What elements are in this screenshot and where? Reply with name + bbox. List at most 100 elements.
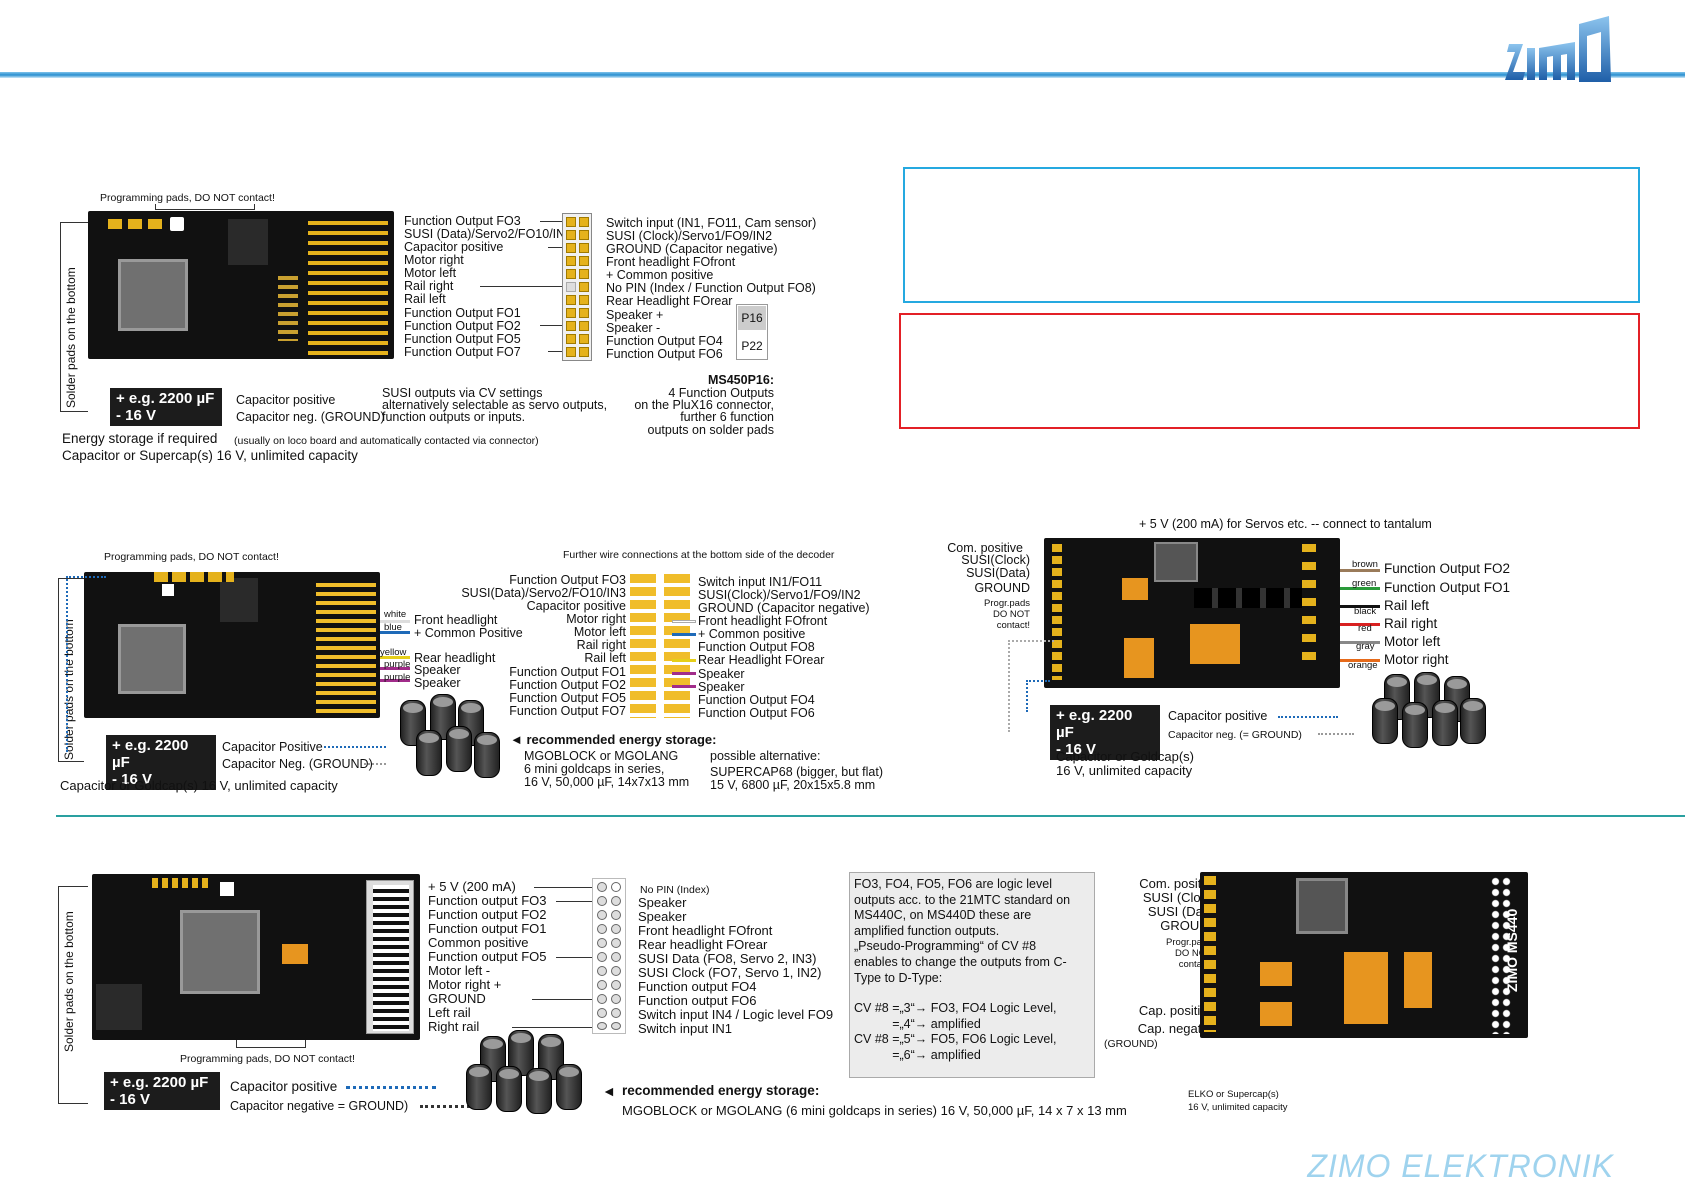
mid-label-fo7: Function Output FO7: [509, 704, 626, 718]
solder-bracket: [60, 222, 88, 412]
right-label-speaker-1: Speaker: [698, 667, 745, 681]
d3-cap-neg: Capacitor neg. (= GROUND): [1168, 729, 1302, 741]
label-rail-right: Rail right: [404, 279, 454, 293]
d3-wire-gray: gray: [1356, 641, 1375, 652]
info-box-red: [899, 313, 1640, 429]
cap-neg-label: Capacitor neg. (GROUND): [236, 410, 385, 424]
d3-label-fo2: Function Output FO2: [1384, 561, 1511, 576]
energy-label-1: Energy storage if required: [62, 431, 218, 446]
right-label-ground: GROUND (Capacitor negative): [698, 601, 870, 615]
capacitor-spec: + e.g. 2200 µF- 16 V: [110, 388, 222, 426]
decoder-board: [88, 211, 394, 359]
d3-label-susi-data: SUSI(Data): [966, 566, 1030, 580]
d4-label-speaker-2: Speaker: [638, 909, 687, 924]
header-rule: [0, 72, 1685, 78]
cap-neg-label-2: Capacitor Neg. (GROUND): [222, 757, 373, 771]
mid-label-susi-data: SUSI(Data)/Servo2/FO10/IN3: [461, 586, 626, 600]
d3-wire-black: black: [1354, 606, 1377, 617]
d4-label-susi-clock: SUSI Clock (FO7, Servo 1, IN2): [638, 965, 822, 980]
elko-note-2: 16 V, unlimited capacity: [1188, 1102, 1288, 1113]
solder-pads-label-4: Solder pads on the bottom: [62, 911, 76, 1052]
capacitor-spec-3: + e.g. 2200 µF- 16 V: [1050, 705, 1160, 760]
d4-label-fo6: Function output FO6: [638, 993, 757, 1008]
d5-label-com-positive: Com. positive: [1139, 876, 1218, 891]
p16-p22-box: P16 P22: [736, 304, 768, 360]
wire-label-rear-headlight: Rear headlight: [414, 651, 496, 665]
d5-cap-pos: Cap. positive: [1138, 1003, 1214, 1018]
mid-label-fo2: Function Output FO2: [509, 678, 626, 692]
mtc21-pin-grid: [592, 878, 626, 1034]
d5-label-susi-clock: SUSI (Clock): [1142, 890, 1218, 905]
mid-label-cap-pos: Capacitor positive: [526, 599, 626, 613]
label-susi-data: SUSI (Data)/Servo2/FO10/IN3: [404, 227, 573, 241]
right-label-switch-input: Switch input IN1/FO11: [698, 575, 823, 589]
wire-color-purple-2: purple: [384, 672, 411, 683]
right-label-front-headlight: Front headlight FOfront: [698, 614, 828, 628]
d4-label-motor-left: Motor left -: [428, 963, 491, 978]
d3-label-ground: GROUND: [974, 581, 1030, 595]
d3-label-com-positive: Com. positive: [947, 541, 1023, 555]
wire-color-yellow: yellow: [380, 647, 407, 658]
label-motor-left: Motor left: [404, 266, 457, 280]
further-connections-label: Further wire connections at the bottom s…: [563, 549, 835, 561]
d4-cap-neg: Capacitor negative = GROUND): [230, 1099, 409, 1113]
mid-label-fo5: Function Output FO5: [509, 691, 626, 705]
solder-bracket-4: [58, 886, 88, 1104]
mid-label-motor-left: Motor left: [573, 625, 626, 639]
d3-wire-brown: brown: [1352, 559, 1378, 570]
d3-note-1: Capacitor or Goldcap(s): [1056, 749, 1194, 764]
susi-note-1: SUSI outputs via CV settings: [382, 386, 543, 400]
d5-prog-2: DO NOT: [1175, 948, 1212, 959]
plux16-connector: [562, 213, 592, 361]
rec-storage-line-4: MGOBLOCK or MGOLANG (6 mini goldcaps in …: [622, 1103, 1127, 1118]
d4-label-5v: + 5 V (200 mA): [428, 879, 516, 894]
wire-color-purple-1: purple: [384, 659, 411, 670]
d4-label-right-rail: Right rail: [428, 1019, 480, 1034]
rec-line-1: MGOBLOCK or MGOLANG: [524, 749, 679, 763]
ms-line-3: further 6 function: [680, 410, 774, 424]
prog-pads-label: Programming pads, DO NOT contact!: [100, 192, 275, 204]
prog-pads-bracket: [155, 204, 255, 210]
right-label-fo4: Function Output FO4: [698, 693, 815, 707]
rec-line-3: 16 V, 50,000 µF, 14x7x13 mm: [524, 775, 690, 789]
cap-wire-2: [66, 576, 106, 752]
capacitor-spec-2: + e.g. 2200 µF- 16 V: [106, 735, 216, 790]
rec-storage-title-4: recommended energy storage:: [622, 1083, 820, 1098]
wire-label-common-positive: + Common Positive: [414, 626, 523, 640]
label-fo7: Function Output FO7: [404, 345, 521, 359]
d4-label-front-headlight: Front headlight FOfront: [638, 923, 773, 938]
solder-bracket-2: [58, 578, 84, 762]
d4-label-ground: GROUND: [428, 991, 486, 1006]
right-label-speaker-2: Speaker: [698, 680, 745, 694]
elko-note-1: ELKO or Supercap(s): [1188, 1089, 1279, 1100]
label-common-positive: + Common positive: [606, 268, 714, 282]
d4-label-fo1: Function output FO1: [428, 921, 547, 936]
alt-line-1: SUPERCAP68 (bigger, but flat): [710, 765, 883, 779]
zimo-logo: [1505, 16, 1611, 82]
capacitor-spec-4: + e.g. 2200 µF- 16 V: [104, 1072, 220, 1110]
wire-label-speaker-2: Speaker: [414, 676, 461, 690]
d3-prog-2: DO NOT: [993, 609, 1030, 620]
d5-cap-neg: Cap. negative: [1137, 1021, 1218, 1036]
energy-label-1b: (usually on loco board and automatically…: [234, 435, 539, 447]
d4-label-common-positive: Common positive: [428, 935, 529, 950]
info-box-blue: [903, 167, 1640, 303]
d3-prog-3: contact!: [996, 620, 1030, 631]
mid-label-fo1: Function Output FO1: [509, 665, 626, 679]
d4-cap-pos: Capacitor positive: [230, 1079, 338, 1094]
wire-color-blue: blue: [384, 622, 402, 633]
d3-label-motor-left: Motor left: [1384, 634, 1441, 649]
right-label-fo6: Function Output FO6: [698, 706, 815, 720]
decoder-board-4: [92, 874, 420, 1040]
d4-label-fo2: Function output FO2: [428, 907, 547, 922]
label-rear-headlight: Rear Headlight FOrear: [606, 294, 733, 308]
d3-label-fo1: Function Output FO1: [1384, 580, 1511, 595]
ms450p16-title: MS450P16:: [707, 373, 774, 387]
right-label-susi-clock: SUSI(Clock)/Servo1/FO9/IN2: [698, 588, 861, 602]
d3-label-rail-left: Rail left: [1384, 598, 1430, 613]
label-fo1: Function Output FO1: [404, 306, 521, 320]
label-motor-right: Motor right: [404, 253, 464, 267]
decoder-board-5: ZIMO MS440: [1200, 872, 1528, 1038]
susi-note-3: function outputs or inputs.: [382, 410, 526, 424]
cv8-info-box: FO3, FO4, FO5, FO6 are logic level outpu…: [849, 872, 1095, 1078]
